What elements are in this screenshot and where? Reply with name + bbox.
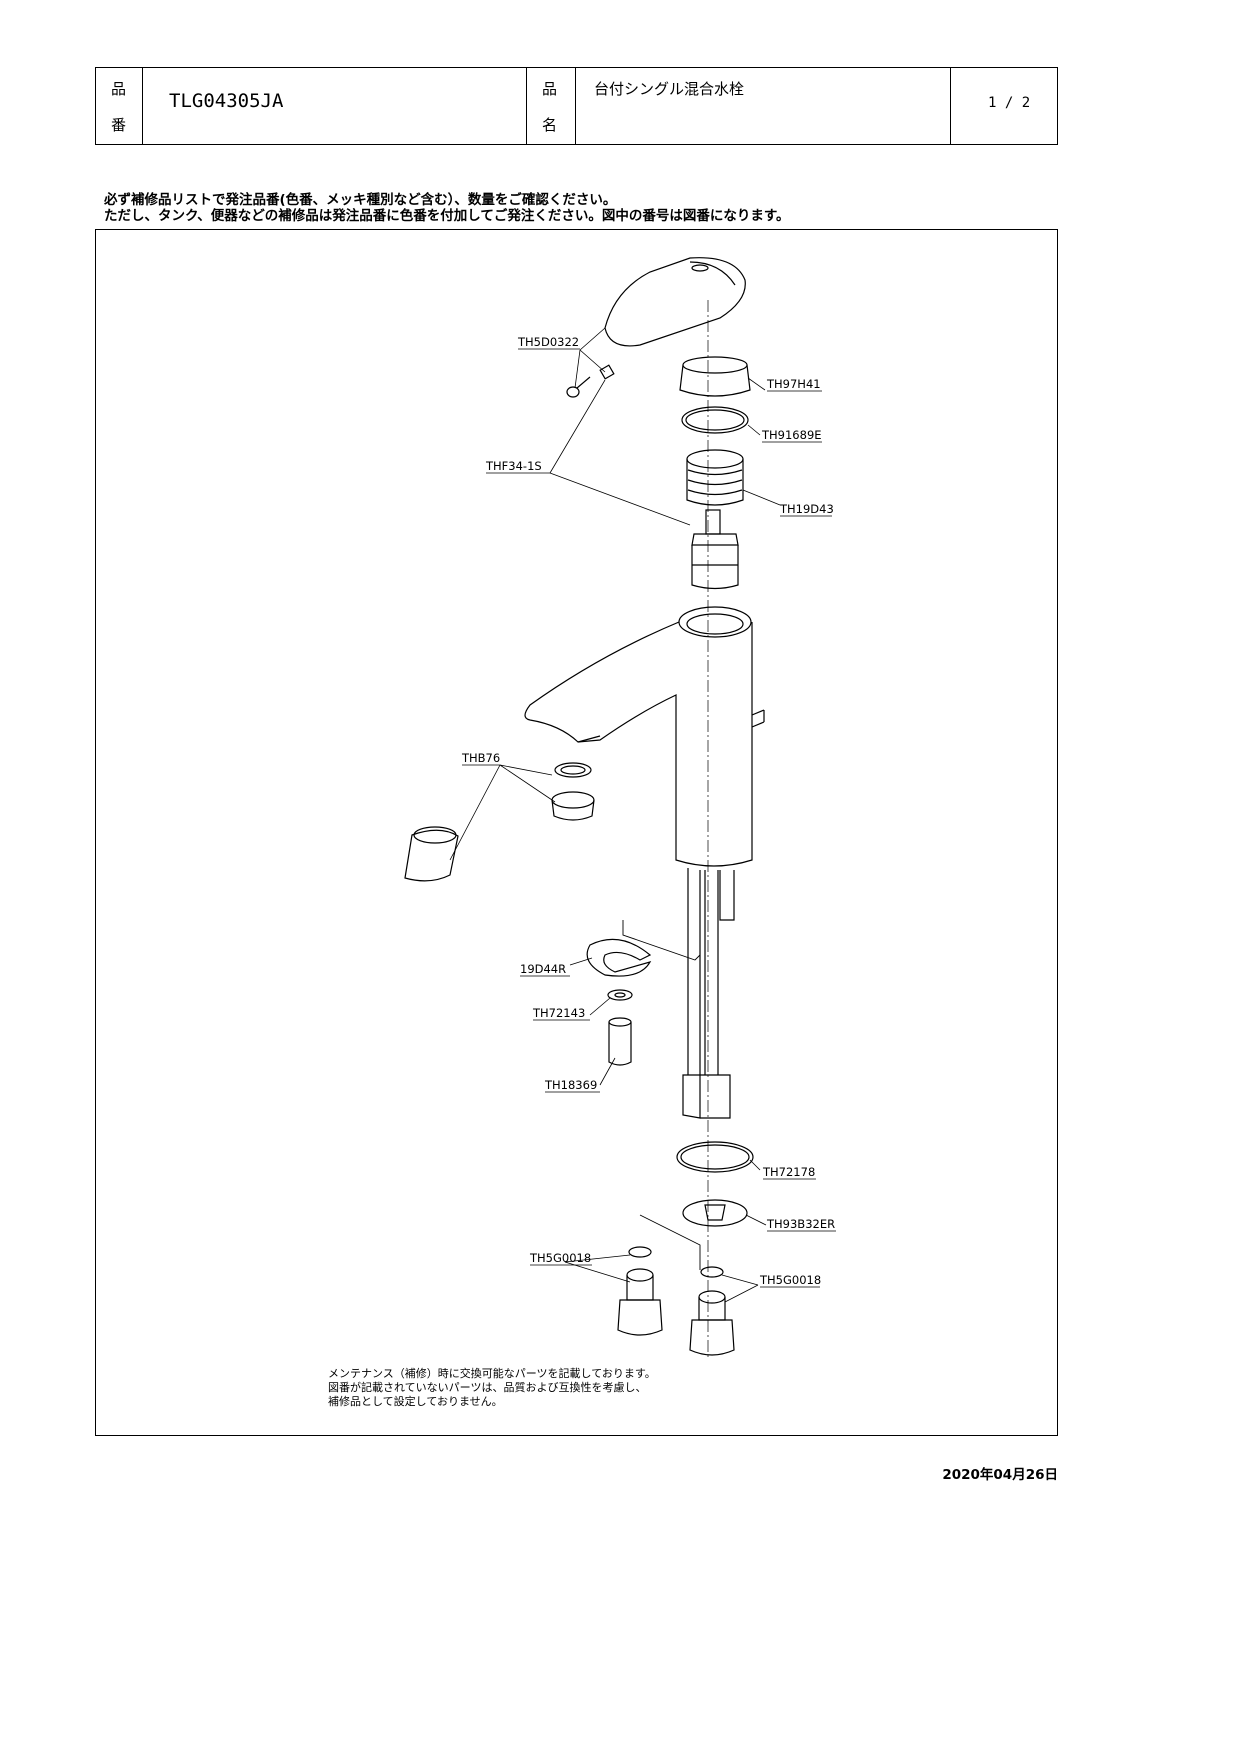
cartridge (691, 509, 739, 590)
set-screw (566, 364, 615, 398)
label-washer: 19D44R (520, 962, 566, 976)
notice-line: ただし、タンク、便器などの補修品は発注品番に色番を付加してご発注ください。図中の… (104, 208, 790, 224)
issue-date: 2020年04月26日 (942, 1467, 1058, 1483)
label-nut: TH19D43 (779, 502, 834, 516)
page-number: 1 / 2 (988, 95, 1031, 111)
handle-lever (604, 257, 746, 347)
aerator-washer (554, 762, 592, 778)
diagram-frame (95, 229, 1058, 1436)
part-number: TLG04305JA (169, 90, 284, 112)
label-thf: THF34-1S (485, 459, 542, 473)
name-label: 名 (542, 116, 558, 134)
label-handle: TH5D0322 (517, 335, 579, 349)
label-plate: TH93B32ER (766, 1217, 835, 1231)
label-hose-r: TH5G0018 (759, 1273, 821, 1287)
header-table: 品 番 TLG04305JA 品 名 台付シングル混合水栓 1 / 2 (95, 67, 1058, 145)
hose-washer (700, 1266, 724, 1278)
label-cap: TH97H41 (766, 377, 821, 391)
spacer (608, 1017, 632, 1066)
hose-fitting-right (689, 1290, 735, 1356)
part-no-label: 番 (111, 116, 127, 134)
label-aerator: THB76 (461, 751, 500, 765)
label-spacer: TH18369 (544, 1078, 597, 1092)
faucet-body (524, 606, 765, 867)
label-hose-l: TH5G0018 (529, 1251, 591, 1265)
threaded-nut (686, 449, 744, 506)
mounting-plate (682, 1199, 748, 1227)
label-w2: TH72143 (532, 1006, 585, 1020)
supply-hoses (682, 868, 735, 1119)
cap-part (679, 356, 751, 397)
footer-note: メンテナンス（補修）時に交換可能なパーツを記載しております。 図番が記載されてい… (328, 1367, 656, 1408)
exploded-diagram: TH5D0322 THF34-1S TH97H41 TH91689E TH19D… (404, 257, 836, 1360)
name-label: 品 (542, 80, 558, 98)
hose-washer (628, 1246, 652, 1258)
notice-line: 必ず補修品リストで発注品番(色番、メッキ種別など含む）、数量をご確認ください。 (104, 192, 617, 208)
packing-ring (676, 1141, 754, 1173)
small-washer (607, 989, 633, 1001)
label-packing: TH72178 (762, 1165, 815, 1179)
c-washer (586, 938, 652, 977)
o-ring (681, 406, 749, 434)
part-no-label: 品 (111, 80, 127, 98)
aerator (551, 791, 595, 821)
product-name: 台付シングル混合水栓 (594, 80, 745, 98)
wrench-tool (404, 826, 459, 882)
label-oring: TH91689E (761, 428, 822, 442)
hose-fitting-left (617, 1268, 663, 1336)
